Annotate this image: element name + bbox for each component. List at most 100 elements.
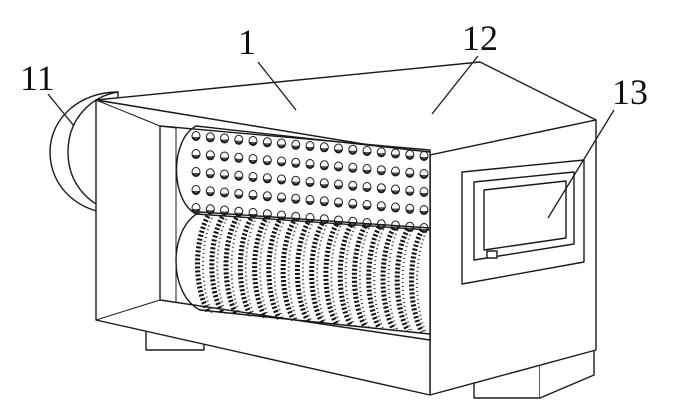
drum-hole-shade [420,192,428,197]
drum-hole-shade [220,157,229,162]
drum-hole-shade [263,197,272,202]
drum-hole-shade [349,150,357,155]
drum-hole-shade [306,146,314,151]
bristle-ring [294,221,311,323]
drum-hole-shade [263,143,272,148]
bristle-ring-shade [230,219,242,317]
bristle-ring [237,217,254,318]
brush-roller [175,211,431,335]
leader-lines [47,55,615,219]
drum-hole-shade [277,144,286,149]
drum-hole-shade [192,190,200,195]
drum-hole-shade [391,190,400,195]
bristle-ring [309,222,325,324]
drum-hole-shade [363,187,371,192]
drum-hole-shade [420,156,428,161]
drum-hole-shade [235,176,243,181]
drum-hole-shade [292,163,300,168]
drum-hole-shade [235,158,243,163]
drum-hole-shade [249,141,257,146]
drum-hole-shade [391,172,400,177]
bristle-ring-shade [373,228,385,330]
drum-hole-shade [263,161,272,166]
bristle-ring [280,220,296,322]
bristle-ring [266,219,282,320]
drum-hole-shade [263,179,272,184]
drum-hole-shade [249,159,257,164]
label-11: 11 [20,58,55,98]
drum-hole-shade [306,182,314,187]
drum-hole-shade [220,175,229,180]
leader-1 [257,61,297,111]
bristle-ring-shade [387,229,399,331]
drum-hole-shade [206,156,215,161]
drum-hole-shade [277,180,286,185]
bristle-ring [394,227,410,332]
drum-hole-shade [406,191,414,196]
perforated-drum [175,125,431,233]
label-12: 12 [462,18,498,58]
bristle-ring-shade [401,230,413,333]
leader-13 [547,109,615,219]
drum-hole-shade [363,169,371,174]
drum-hole-shade [420,210,428,215]
drum-hole-shade [192,136,200,141]
drum-hole-shade [391,208,400,213]
drum-hole-shade [249,195,257,200]
bristle-ring [195,214,211,314]
drum-hole-shade [334,203,343,208]
drum-hole-shade [220,139,229,144]
label-13: 13 [612,72,648,112]
drum-hole-shade [349,186,357,191]
bristle-ring [252,218,268,319]
bristle-ring [223,216,239,316]
bristle-ring [380,226,396,331]
drum-hole-shade [320,166,329,171]
bristle-ring [409,228,425,334]
drum-hole-shade [377,207,386,212]
drum-hole-shade [320,148,329,153]
bristle-ring-shade [202,217,213,314]
drum-hole-shade [235,194,243,199]
drum-hole-shade [334,185,343,190]
drum-hole-shade [363,205,371,210]
bristle-ring [351,225,368,328]
drum-hole-shade [377,171,386,176]
leader-11 [47,93,75,127]
drum-hole-shade [377,225,386,230]
drum-hole-shade [192,172,200,177]
leader-12 [431,55,479,115]
drum-hole-shade [292,199,300,204]
drum-hole-shade [363,151,371,156]
drum-hole-shade [235,140,243,145]
drum-hole-shade [349,168,357,173]
drum-hole-shade [334,167,343,172]
bristle-ring [323,223,339,326]
drum-hole-shade [277,162,286,167]
drum-hole-shade [420,174,428,179]
drum-hole-shade [320,184,329,189]
drum-hole-shade [349,204,357,209]
drum-hole-shade [377,189,386,194]
bristle-ring-shade [216,218,228,315]
bristle-ring [337,224,353,327]
drum-hole-shade [206,174,215,179]
drum-hole-shade [320,202,329,207]
drum-hole-shade [406,155,414,160]
bristle-ring [209,215,225,315]
drum-hole-shade [391,154,400,159]
drum-hole-shade [277,198,286,203]
control-panel [461,159,585,285]
drum-hole-shade [306,164,314,169]
drum-hole-shade [249,177,257,182]
drum-hole-shade [406,173,414,178]
bristle-ring [366,226,382,330]
drum-hole-shade [220,193,229,198]
drum-hole-shade [192,208,200,213]
drum-hole-shade [306,200,314,205]
bristle-ring-shade [244,220,256,318]
drum-hole-shade [406,209,414,214]
drum-hole-shade [292,145,300,150]
drum-hole-shade [206,138,215,143]
